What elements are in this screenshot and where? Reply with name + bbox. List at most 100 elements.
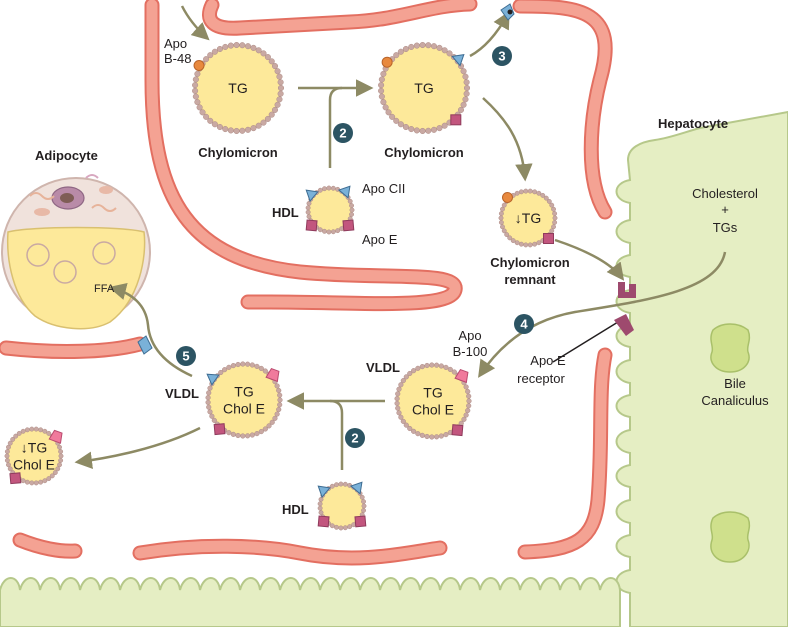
phospholipid-bead xyxy=(396,386,402,392)
phospholipid-bead xyxy=(443,432,449,438)
phospholipid-bead xyxy=(393,117,400,124)
phospholipid-bead xyxy=(429,434,435,440)
phospholipid-bead xyxy=(271,106,279,113)
apo-e-protein xyxy=(451,424,464,437)
phospholipid-bead xyxy=(523,188,529,194)
apo-e-protein xyxy=(354,515,367,528)
phospholipid-bead xyxy=(407,425,413,432)
phospholipid-bead xyxy=(306,200,312,206)
phospholipid-bead xyxy=(378,87,385,94)
phospholipid-bead xyxy=(552,219,558,225)
phospholipid-bead xyxy=(216,123,223,131)
apo-cii-label: Apo CII xyxy=(362,181,405,196)
phospholipid-bead xyxy=(413,127,420,134)
step-number-4: 4 xyxy=(520,317,528,332)
phospholipid-bead xyxy=(233,127,240,135)
phospholipid-bead xyxy=(527,242,533,248)
phospholipid-bead xyxy=(318,510,324,516)
step-number-3: 3 xyxy=(498,49,505,64)
phospholipid-bead xyxy=(438,433,444,439)
phospholipid-bead xyxy=(463,84,471,92)
phospholipid-bead xyxy=(192,76,199,83)
phospholipid-bead xyxy=(244,126,252,133)
phospholipid-bead xyxy=(262,368,268,374)
phospholipid-bead xyxy=(250,44,257,51)
apo-b100-protein xyxy=(454,368,469,384)
phospholipid-bead xyxy=(276,406,282,413)
phospholipid-bead xyxy=(322,186,327,192)
phospholipid-bead xyxy=(207,52,214,59)
arrow-hdl-transfer-top xyxy=(328,86,343,168)
phospholipid-bead xyxy=(436,125,443,132)
phospholipid-bead xyxy=(514,190,520,196)
phospholipid-bead xyxy=(402,45,409,53)
chylomicron-label-1: Chylomicron xyxy=(198,145,278,160)
phospholipid-bead xyxy=(249,362,255,368)
step-number-2-bottom: 2 xyxy=(351,431,358,446)
phospholipid-bead xyxy=(361,507,366,513)
arrow-hdl-transfer-bottom xyxy=(329,399,344,470)
cholesterol-label-line3: TGs xyxy=(713,220,738,235)
phospholipid-bead xyxy=(211,48,218,55)
phospholipid-bead xyxy=(277,90,284,97)
phospholipid-bead xyxy=(196,104,203,111)
phospholipid-bead xyxy=(10,436,16,442)
phospholipid-bead xyxy=(211,121,218,128)
phospholipid-bead xyxy=(49,473,55,479)
phospholipid-bead xyxy=(272,415,278,421)
phospholipid-bead xyxy=(394,396,400,402)
phospholipid-bead xyxy=(507,235,513,241)
phospholipid-bead xyxy=(396,410,402,416)
phospholipid-bead xyxy=(466,403,472,409)
phospholipid-bead xyxy=(549,202,555,208)
step-badge-2-bottom: 2 xyxy=(345,428,365,448)
apo-e-protein xyxy=(9,472,22,485)
phospholipid-bead xyxy=(20,428,26,434)
phospholipid-bead xyxy=(349,207,355,213)
phospholipid-bead xyxy=(322,228,327,234)
phospholipid-bead xyxy=(463,79,470,86)
phospholipid-bead xyxy=(349,203,354,209)
phospholipid-bead xyxy=(233,41,240,49)
phospholipid-bead xyxy=(203,56,210,63)
phospholipid-bead xyxy=(52,470,58,476)
phospholipid-bead xyxy=(466,398,472,404)
arrow-to-reduced-vldl xyxy=(74,426,201,469)
chylomicron-1-particle: TG xyxy=(192,41,285,135)
phospholipid-bead xyxy=(268,111,275,118)
phospholipid-bead xyxy=(6,444,11,450)
phospholipid-bead xyxy=(415,365,421,371)
phospholipid-bead xyxy=(209,413,215,419)
phospholipid-bead xyxy=(397,121,404,128)
apo-cii-protein xyxy=(206,373,220,386)
phospholipid-bead xyxy=(552,215,558,221)
ffa-label: FFA xyxy=(94,283,115,295)
phospholipid-bead xyxy=(269,419,275,425)
phospholipid-bead xyxy=(546,198,552,204)
phospholipid-bead xyxy=(277,392,283,398)
phospholipid-bead xyxy=(349,211,354,217)
phospholipid-bead xyxy=(551,224,556,230)
phospholipid-bead xyxy=(419,127,426,135)
apo-b48-protein xyxy=(501,191,513,203)
chylomicron-2-particle: TG xyxy=(378,41,471,135)
phospholipid-bead xyxy=(207,117,214,124)
phospholipid-bead xyxy=(500,206,505,212)
phospholipid-bead xyxy=(205,399,211,405)
phospholipid-bead xyxy=(38,479,44,485)
phospholipid-bead xyxy=(206,390,212,396)
phospholipid-bead xyxy=(342,481,348,487)
phospholipid-bead xyxy=(222,126,229,133)
phospholipid-bead xyxy=(430,43,438,50)
phospholipid-bead xyxy=(222,43,229,50)
apo-e-receptor-label-line1: Apo E xyxy=(530,353,566,368)
chylomicron-label-2: Chylomicron xyxy=(384,145,464,160)
phospholipid-bead xyxy=(6,462,11,468)
phospholipid-bead xyxy=(4,449,10,455)
apo-b100-protein xyxy=(48,429,63,444)
phospholipid-bead xyxy=(335,228,341,234)
phospholipid-bead xyxy=(226,364,232,370)
phospholipid-bead xyxy=(254,431,260,437)
